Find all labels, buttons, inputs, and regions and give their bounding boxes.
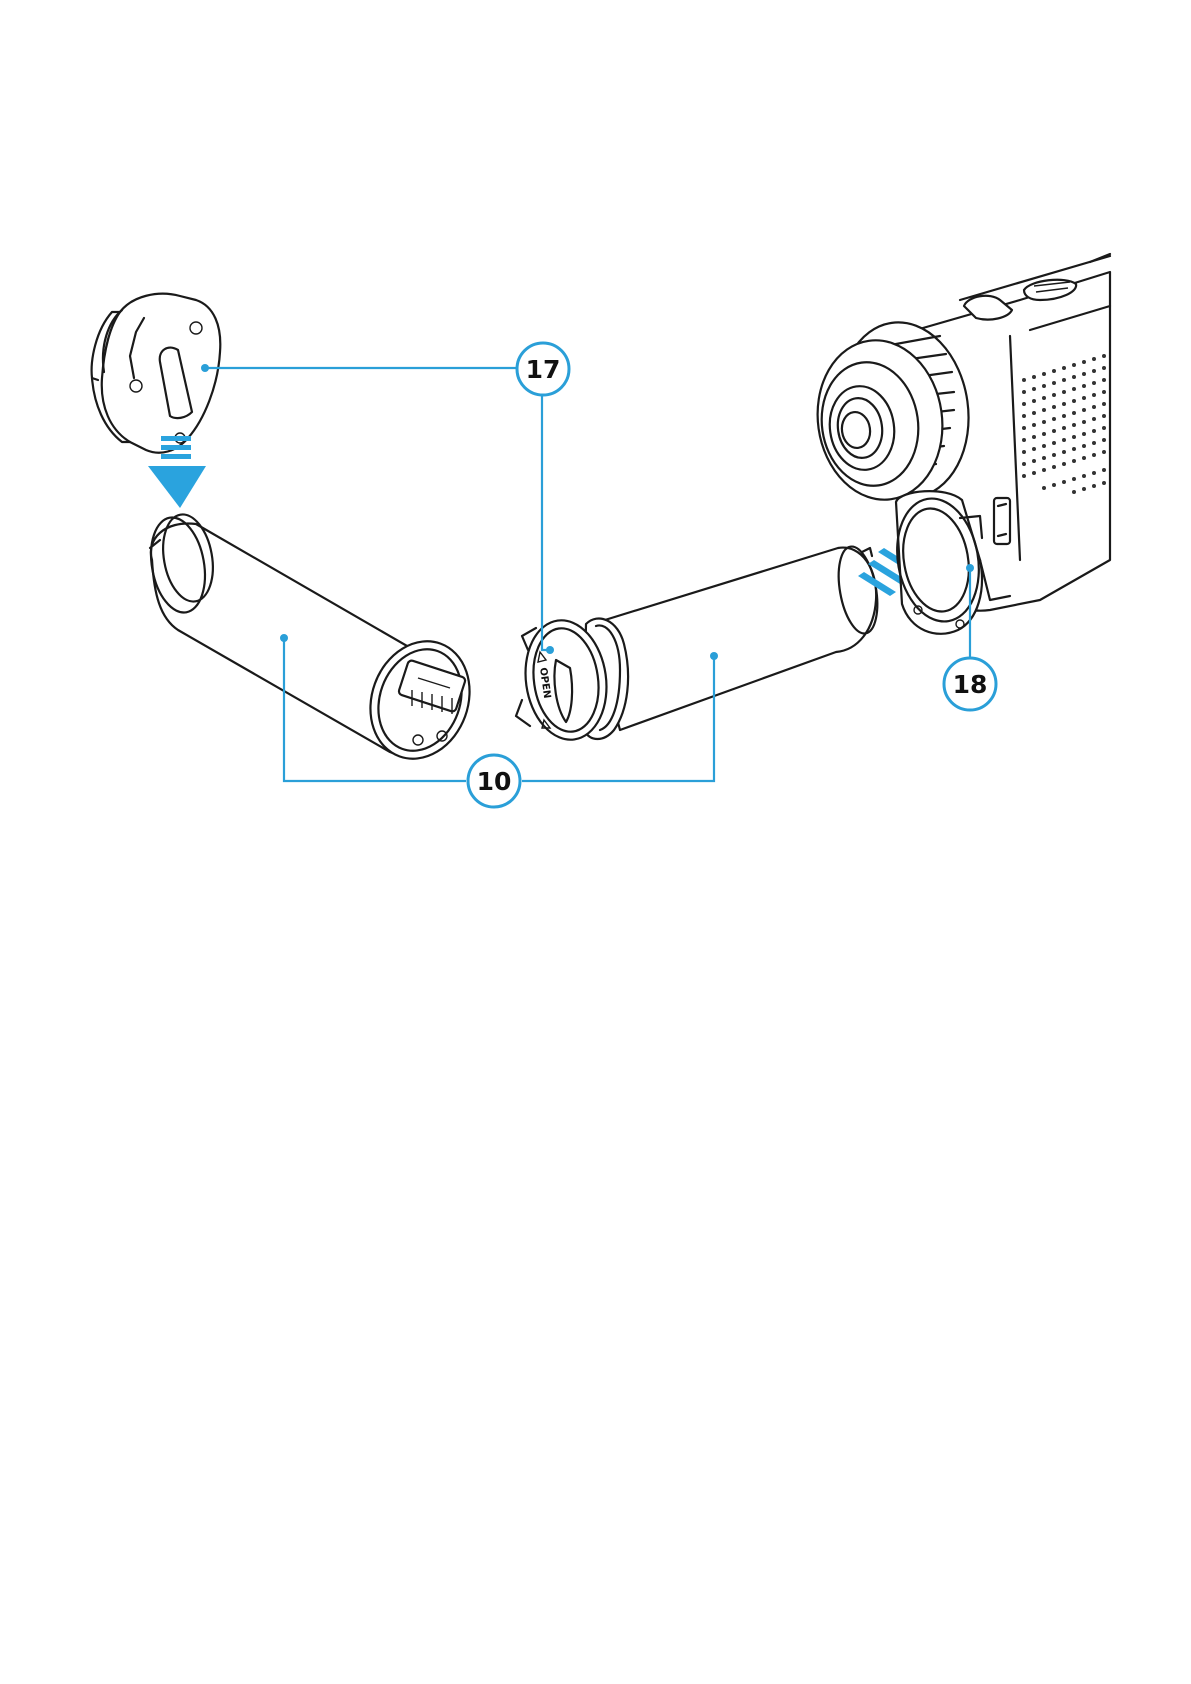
- leader-17-middle-cap: [542, 392, 550, 650]
- callout-18: 18: [944, 658, 996, 710]
- battery-cap-detached: [92, 294, 221, 453]
- callout-17: 17: [517, 343, 569, 395]
- battery-middle: OPEN: [516, 544, 883, 745]
- callout-18-label: 18: [953, 670, 988, 699]
- callout-10: 10: [468, 755, 520, 807]
- callout-17-label: 17: [526, 355, 561, 384]
- callout-10-label: 10: [477, 767, 512, 796]
- battery-left: [144, 511, 486, 773]
